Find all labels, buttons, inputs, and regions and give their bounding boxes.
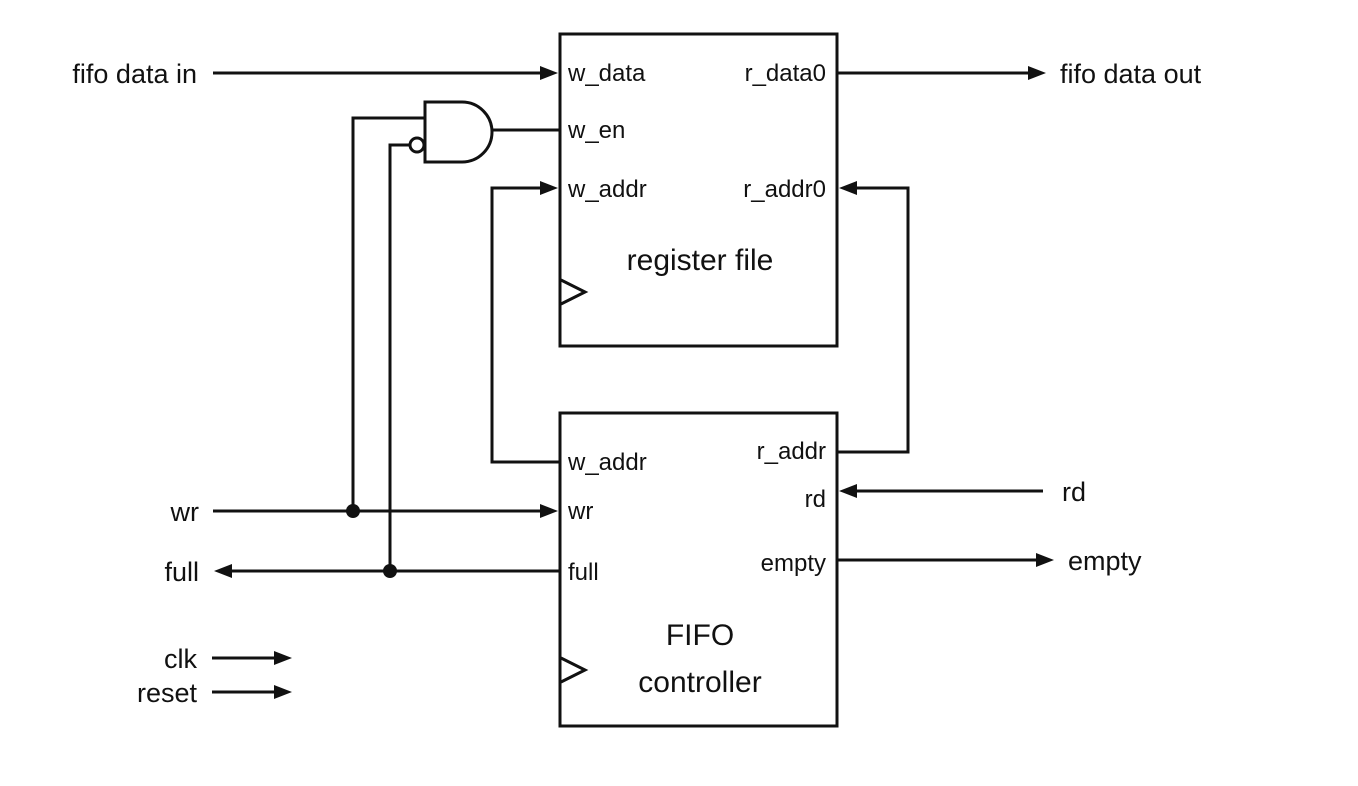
arrow-fifo-data-out [1028,66,1046,80]
wire-w-addr [490,186,560,464]
ctrl-port-w-addr: w_addr [567,449,647,476]
wire-full-to-gate [388,143,410,571]
inverter-bubble [408,136,426,154]
label-empty: empty [1068,546,1142,576]
rf-port-w-en: w_en [567,117,625,144]
fifo-controller-title-line1: FIFO [666,619,734,652]
register-file-title: register file [627,244,774,277]
arrow-empty-out [1036,553,1054,567]
rf-port-r-data0: r_data0 [745,60,826,87]
register-file-clock-symbol [560,278,589,306]
ctrl-port-empty: empty [761,550,826,577]
arrow-rf-w-addr [540,181,558,195]
rf-port-w-addr: w_addr [567,176,647,203]
label-full: full [164,557,199,587]
arrow-full-out [214,564,232,578]
rf-port-r-addr0: r_addr0 [743,176,826,203]
label-clk: clk [164,644,197,674]
rf-port-w-data: w_data [567,60,646,87]
label-fifo-data-in: fifo data in [72,59,197,89]
arrow-ctrl-rd [839,484,857,498]
ctrl-port-rd: rd [805,486,826,513]
and-gate [408,100,494,164]
junction-full [383,564,397,578]
wire-r-addr [837,186,910,454]
register-file-box [558,32,839,348]
ctrl-port-r-addr: r_addr [757,438,826,465]
ctrl-port-full: full [568,559,599,586]
arrow-rf-w-data [540,66,558,80]
label-wr: wr [170,497,200,527]
fifo-controller-title-line2: controller [638,666,761,699]
junction-wr [346,504,360,518]
fifo-controller-block: w_addr wr full r_addr rd empty FIFO cont… [558,411,839,728]
fifo-controller-box [558,411,839,728]
arrow-rf-r-addr0 [839,181,857,195]
wire-wr-to-gate [351,116,425,511]
label-rd: rd [1062,477,1086,507]
and-gate-body [423,100,494,164]
register-file-block: w_data w_en w_addr r_data0 r_addr0 regis… [558,32,839,348]
arrow-clk [274,651,292,665]
label-reset: reset [137,678,198,708]
arrow-reset [274,685,292,699]
arrow-ctrl-wr [540,504,558,518]
fifo-controller-clock-symbol [560,656,589,684]
ctrl-port-wr: wr [567,498,593,525]
label-fifo-data-out: fifo data out [1060,59,1202,89]
